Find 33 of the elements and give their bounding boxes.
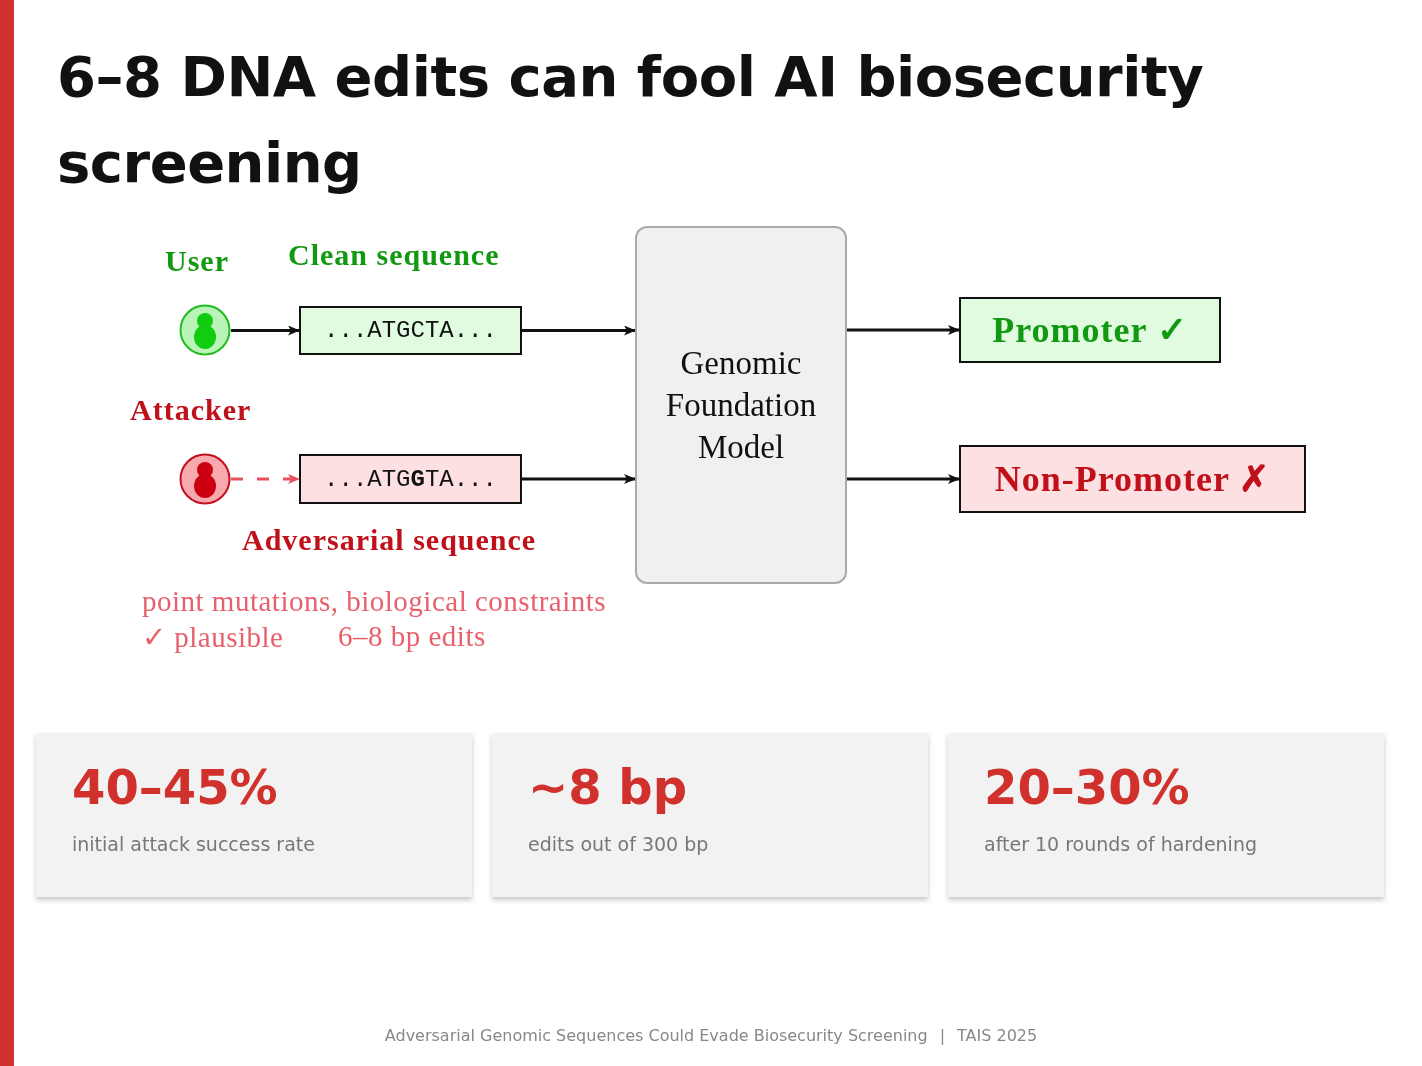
stat-card	[948, 733, 1384, 897]
note-text: ✓ plausible	[142, 620, 284, 654]
stat-value: 40–45%	[72, 758, 278, 817]
stat-card	[36, 733, 472, 897]
arrow	[522, 325, 636, 336]
footer-text: TAIS 2025	[957, 1026, 1038, 1045]
result-box: Non-Promoter ✗	[959, 445, 1306, 513]
arrow	[847, 325, 960, 335]
footer-separator: |	[939, 1026, 946, 1045]
arrow	[847, 474, 960, 484]
node-caption: Adversarial sequence	[242, 523, 537, 557]
person-icon	[179, 304, 231, 356]
person-icon	[179, 453, 231, 505]
stat-description: initial attack success rate	[72, 833, 316, 855]
stat-value: 20–30%	[984, 758, 1190, 817]
note-text: 6–8 bp edits	[338, 620, 486, 653]
stat-description: after 10 rounds of hardening	[984, 833, 1258, 855]
node-caption: Clean sequence	[288, 238, 500, 272]
note-text: point mutations, biological constraints	[142, 585, 607, 618]
arrow	[231, 474, 300, 484]
stat-card	[492, 733, 928, 897]
node-caption: Attacker	[130, 393, 252, 427]
stat-description: edits out of 300 bp	[528, 833, 710, 855]
slide-title: 6–8 DNA edits can fool AI biosecurity screening	[57, 43, 1205, 197]
arrow	[522, 474, 636, 484]
node-caption: User	[165, 244, 229, 278]
sequence-box: ...ATGGTA...	[299, 454, 522, 504]
model-box: Genomic Foundation Model	[635, 226, 847, 584]
footer-text: Adversarial Genomic Sequences Could Evade Biosecurity Screening	[384, 1026, 928, 1045]
arrow	[231, 325, 300, 336]
result-box: Promoter ✓	[959, 297, 1221, 363]
stat-value: ~8 bp	[528, 758, 688, 817]
sequence-box: ...ATGCTA...	[299, 306, 522, 355]
